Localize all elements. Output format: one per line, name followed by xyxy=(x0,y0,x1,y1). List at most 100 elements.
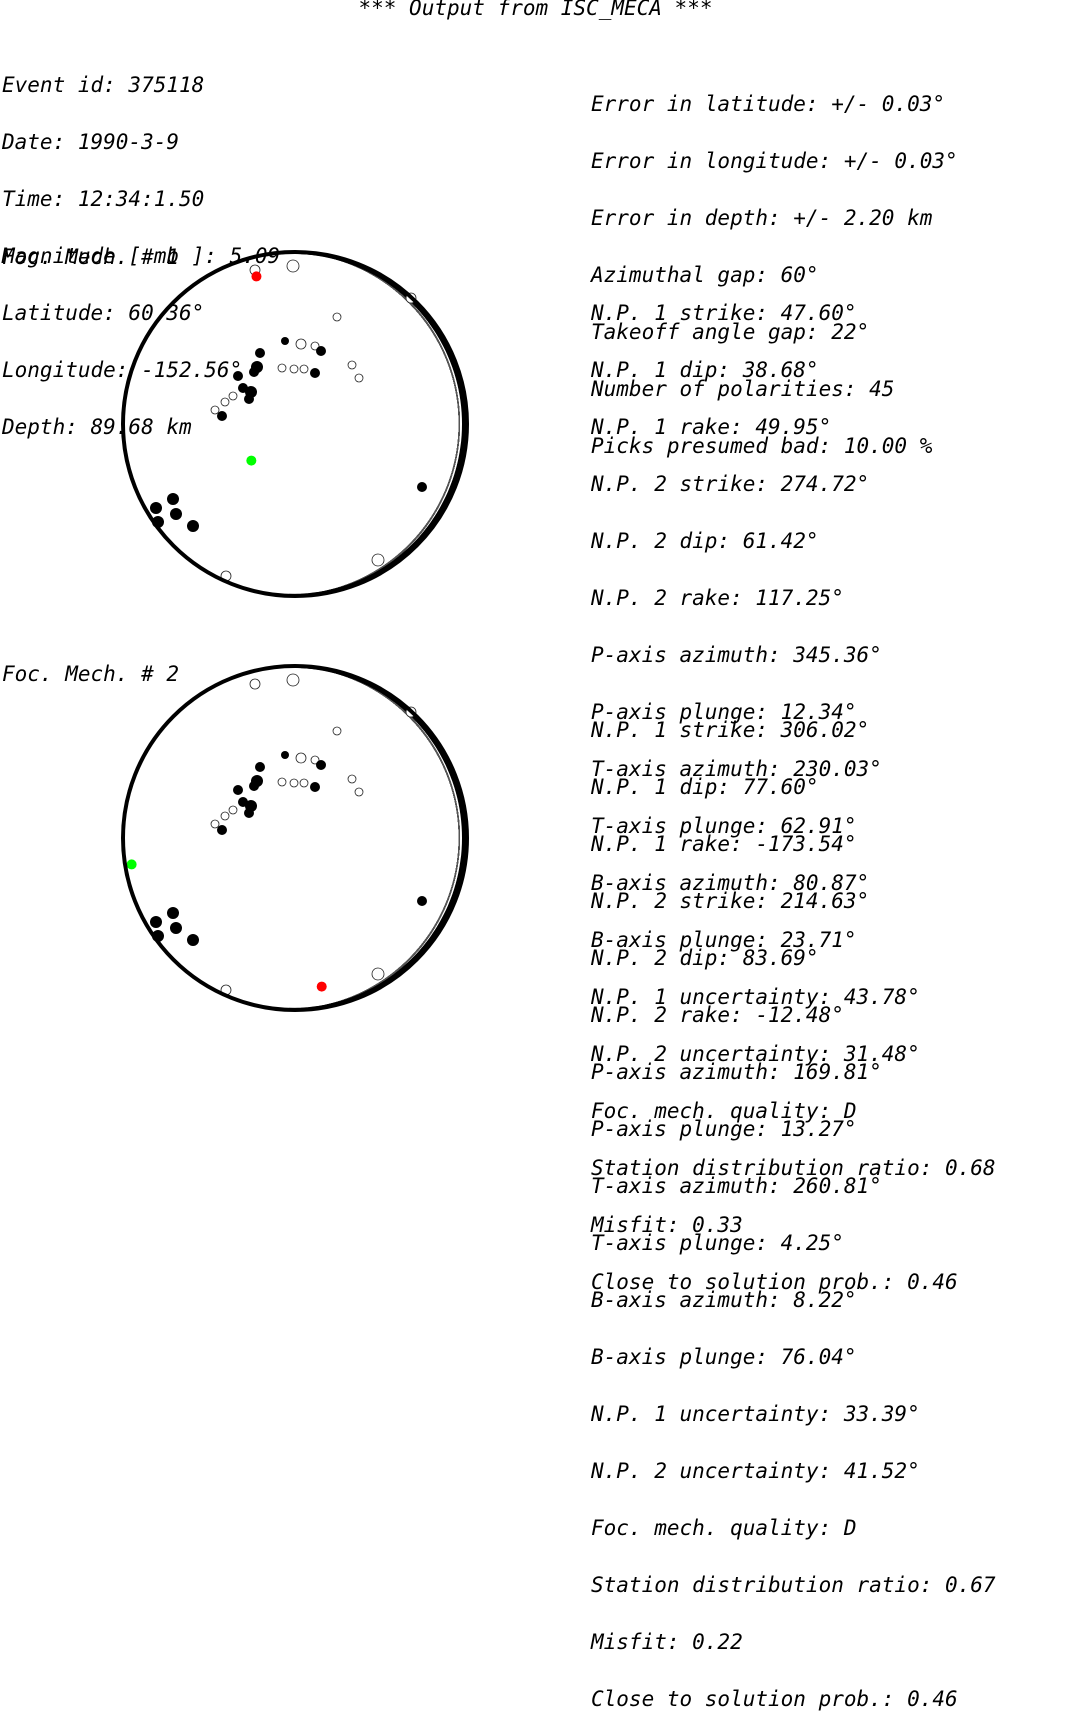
compression-station xyxy=(170,508,182,520)
uncertainty-curve xyxy=(290,252,460,596)
uncertainty-curve xyxy=(290,666,460,1010)
error-depth: Error in depth: +/- 2.20 km xyxy=(591,206,933,230)
uncertainty-curve xyxy=(294,252,460,596)
uncertainty-curve xyxy=(292,252,460,596)
uncertainty-curve xyxy=(292,666,460,1010)
uncertainty-curve xyxy=(292,666,460,1010)
fm1-t-axis-azimuth: T-axis azimuth: 230.03° xyxy=(591,757,882,781)
uncertainty-curve xyxy=(285,666,460,1010)
uncertainty-curve xyxy=(287,666,460,1010)
uncertainty-curve xyxy=(292,666,460,1010)
uncertainty-curve xyxy=(294,666,460,1010)
fm2-b-axis-azimuth: B-axis azimuth: 8.22° xyxy=(591,1288,857,1312)
uncertainty-curve xyxy=(286,666,460,1010)
uncertainty-curve xyxy=(289,666,460,1010)
uncertainty-curve xyxy=(291,666,460,1010)
picks-presumed-bad: Picks presumed bad: 10.00 % xyxy=(591,434,933,458)
uncertainty-curve xyxy=(290,252,460,596)
compression-station xyxy=(150,916,162,928)
uncertainty-curve xyxy=(290,252,460,596)
uncertainty-curve xyxy=(293,252,460,596)
uncertainty-curve xyxy=(293,252,460,596)
dilatation-station xyxy=(332,726,342,736)
fm2-np2-strike: N.P. 2 strike: 214.63° xyxy=(591,889,870,913)
uncertainty-curve xyxy=(289,666,460,1010)
uncertainty-curve xyxy=(288,666,460,1010)
uncertainty-curve xyxy=(286,666,460,1010)
uncertainty-curve xyxy=(290,252,460,596)
nodal-plane-2 xyxy=(289,252,467,596)
uncertainty-curve xyxy=(294,252,460,596)
uncertainty-curve xyxy=(291,666,460,1010)
uncertainty-curve xyxy=(288,252,460,596)
uncertainty-curve xyxy=(290,666,460,1010)
uncertainty-curve xyxy=(293,252,460,596)
fm1-t-axis-plunge: T-axis plunge: 62.91° xyxy=(591,814,857,838)
uncertainty-curve xyxy=(291,666,460,1010)
uncertainty-curve xyxy=(292,252,460,596)
uncertainty-curve xyxy=(289,666,460,1010)
uncertainty-curve xyxy=(293,666,460,1010)
uncertainty-curve xyxy=(284,666,460,1010)
dilatation-station xyxy=(347,774,357,784)
dilatation-station xyxy=(354,373,364,383)
uncertainty-curve xyxy=(293,252,460,596)
uncertainty-curve xyxy=(291,252,460,596)
uncertainty-curve xyxy=(289,666,460,1010)
t-axis-marker xyxy=(126,859,137,870)
uncertainty-curve xyxy=(289,252,460,596)
uncertainty-curve xyxy=(290,252,460,596)
uncertainty-curve xyxy=(289,666,460,1010)
uncertainty-curve xyxy=(289,252,460,596)
dilatation-station xyxy=(249,678,261,690)
uncertainty-curve xyxy=(293,252,460,596)
uncertainty-curve xyxy=(292,252,460,596)
uncertainty-curve xyxy=(294,252,460,596)
uncertainty-curve xyxy=(294,252,460,596)
uncertainty-curve xyxy=(293,252,460,596)
uncertainty-curve xyxy=(292,666,460,1010)
event-date: Date: 1990-3-9 xyxy=(2,130,180,154)
uncertainty-curve xyxy=(288,252,460,596)
uncertainty-curve xyxy=(291,666,460,1010)
uncertainty-curve xyxy=(289,666,460,1010)
uncertainty-curve xyxy=(292,252,460,596)
uncertainty-curve xyxy=(289,252,460,596)
fm1-p-axis-plunge: P-axis plunge: 12.34° xyxy=(591,700,857,724)
fm2-np1-rake: N.P. 1 rake: -173.54° xyxy=(591,832,857,856)
uncertainty-curve xyxy=(290,252,460,596)
compression-station xyxy=(417,896,427,906)
fm2-p-axis-azimuth: P-axis azimuth: 169.81° xyxy=(591,1060,882,1084)
focal-mechanism-2-beachball xyxy=(121,664,469,1012)
uncertainty-curve xyxy=(289,666,460,1010)
compression-station xyxy=(167,907,179,919)
uncertainty-curve xyxy=(290,666,460,1010)
fm1-np2-rake: N.P. 2 rake: 117.25° xyxy=(591,586,844,610)
uncertainty-curve xyxy=(292,252,460,596)
uncertainty-curve xyxy=(289,666,460,1010)
uncertainty-curve xyxy=(289,252,460,596)
fm2-close-to-solution-prob: Close to solution prob.: 0.46 xyxy=(591,1687,958,1711)
uncertainty-curve xyxy=(294,252,460,596)
uncertainty-curve xyxy=(286,666,460,1010)
compression-station xyxy=(417,482,427,492)
compression-station xyxy=(281,337,289,345)
uncertainty-curve xyxy=(293,666,460,1010)
uncertainty-curve xyxy=(290,252,460,596)
uncertainty-curve xyxy=(289,666,460,1010)
compression-station xyxy=(316,760,326,770)
uncertainty-curve xyxy=(292,252,460,596)
uncertainty-curve xyxy=(293,666,460,1010)
compression-station xyxy=(255,762,265,772)
uncertainty-curve xyxy=(291,666,460,1010)
fm2-np2-uncertainty: N.P. 2 uncertainty: 41.52° xyxy=(591,1459,920,1483)
fm2-np1-dip: N.P. 1 dip: 77.60° xyxy=(591,775,819,799)
uncertainty-curve xyxy=(291,252,460,596)
uncertainty-curve xyxy=(289,252,460,596)
fm1-np1-uncertainty: N.P. 1 uncertainty: 43.78° xyxy=(591,985,920,1009)
uncertainty-curve xyxy=(287,666,460,1010)
uncertainty-curve xyxy=(287,252,460,596)
uncertainty-curve xyxy=(289,666,460,1010)
compression-station xyxy=(244,808,254,818)
uncertainty-curve xyxy=(287,252,460,596)
